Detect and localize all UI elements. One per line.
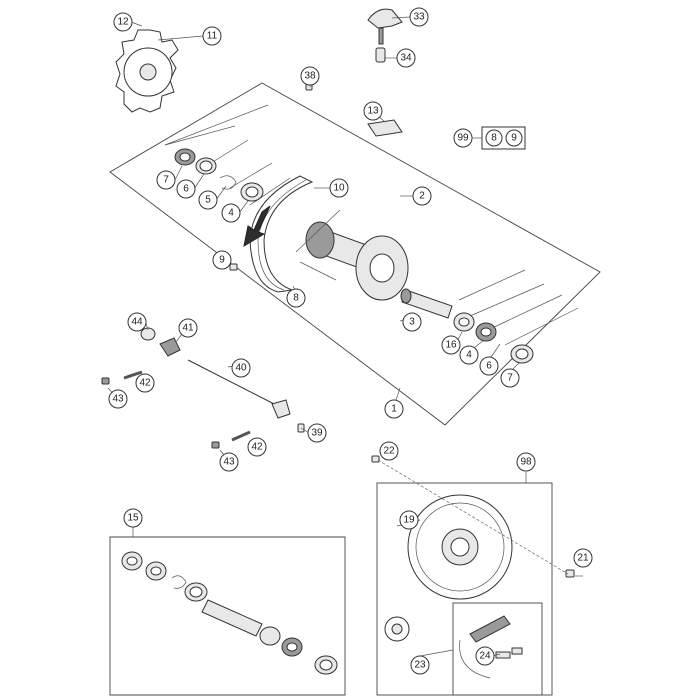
chain-set-frame bbox=[452, 602, 543, 696]
svg-text:34: 34 bbox=[400, 53, 412, 64]
callout-9: 9 bbox=[212, 250, 232, 270]
svg-text:98: 98 bbox=[520, 457, 532, 468]
left-bearing-stack bbox=[174, 148, 264, 202]
callout-21: 21 bbox=[573, 548, 593, 568]
wheel-hub bbox=[295, 209, 409, 301]
cover-part bbox=[367, 8, 403, 63]
chain-adjuster-lower bbox=[211, 430, 251, 449]
callout-1: 1 bbox=[384, 399, 404, 419]
svg-text:11: 11 bbox=[207, 31, 218, 42]
svg-text:9: 9 bbox=[219, 255, 225, 266]
svg-text:16: 16 bbox=[445, 340, 457, 351]
cover-plate-13 bbox=[367, 119, 403, 137]
callout-12: 12 bbox=[113, 12, 133, 32]
svg-text:43: 43 bbox=[112, 394, 124, 405]
callout-19: 19 bbox=[399, 510, 419, 530]
svg-text:19: 19 bbox=[403, 515, 415, 526]
callout-41: 41 bbox=[178, 318, 198, 338]
callout-11: 11 bbox=[202, 26, 222, 46]
bearing-set-parts bbox=[121, 551, 338, 675]
svg-text:9: 9 bbox=[511, 133, 517, 144]
callout-6-left: 6 bbox=[176, 179, 196, 199]
svg-text:5: 5 bbox=[205, 195, 211, 206]
svg-text:7: 7 bbox=[507, 373, 513, 384]
sprocket-bolt bbox=[371, 455, 380, 463]
callout-42-lower: 42 bbox=[247, 437, 267, 457]
callout-2: 2 bbox=[412, 186, 432, 206]
svg-text:44: 44 bbox=[131, 317, 143, 328]
callout-44: 44 bbox=[127, 312, 147, 332]
callout-10: 10 bbox=[329, 178, 349, 198]
leader-lines bbox=[107, 16, 583, 657]
svg-text:3: 3 bbox=[409, 317, 415, 328]
callout-33: 33 bbox=[409, 7, 429, 27]
chain-adjuster-upper bbox=[101, 370, 143, 385]
brake-disc bbox=[115, 29, 179, 113]
right-bearing-stack bbox=[453, 312, 534, 364]
bearing-set-frame bbox=[109, 536, 346, 696]
svg-text:6: 6 bbox=[486, 361, 492, 372]
svg-text:23: 23 bbox=[414, 660, 426, 671]
callout-5: 5 bbox=[198, 190, 218, 210]
callout-16: 16 bbox=[441, 335, 461, 355]
svg-text:41: 41 bbox=[182, 323, 194, 334]
axle-assembly bbox=[140, 327, 305, 433]
svg-text:1: 1 bbox=[391, 404, 397, 415]
svg-text:33: 33 bbox=[413, 12, 425, 23]
svg-text:39: 39 bbox=[311, 428, 323, 439]
kit-item-9: 9 bbox=[505, 129, 523, 147]
svg-text:2: 2 bbox=[419, 191, 425, 202]
svg-text:22: 22 bbox=[383, 446, 395, 457]
callout-38: 38 bbox=[300, 66, 320, 86]
callout-3: 3 bbox=[402, 312, 422, 332]
spacer-tube bbox=[400, 288, 453, 319]
wheel-assembly-frame bbox=[109, 82, 601, 426]
rear-sprocket bbox=[407, 494, 513, 600]
sprocket-nut bbox=[565, 569, 575, 578]
callout-8: 8 bbox=[286, 288, 306, 308]
callout-24: 24 bbox=[475, 646, 495, 666]
svg-text:8: 8 bbox=[293, 293, 299, 304]
callout-7-left: 7 bbox=[156, 170, 176, 190]
svg-text:6: 6 bbox=[183, 184, 189, 195]
drive-chain bbox=[459, 615, 523, 679]
callout-4-left: 4 bbox=[221, 203, 241, 223]
callout-6-right: 6 bbox=[479, 356, 499, 376]
callout-99: 99 bbox=[453, 128, 473, 148]
svg-text:38: 38 bbox=[304, 71, 316, 82]
callout-43-upper: 43 bbox=[108, 389, 128, 409]
svg-text:43: 43 bbox=[223, 457, 235, 468]
kit-item-8: 8 bbox=[485, 129, 503, 147]
svg-text:21: 21 bbox=[577, 553, 589, 564]
front-sprocket bbox=[384, 616, 410, 642]
svg-text:4: 4 bbox=[228, 208, 234, 219]
callout-22: 22 bbox=[379, 441, 399, 461]
callout-15: 15 bbox=[123, 508, 143, 528]
callout-23: 23 bbox=[410, 655, 430, 675]
svg-text:4: 4 bbox=[466, 350, 472, 361]
svg-text:10: 10 bbox=[333, 183, 345, 194]
svg-text:8: 8 bbox=[491, 133, 497, 144]
svg-text:24: 24 bbox=[479, 651, 491, 662]
callout-7-right: 7 bbox=[500, 368, 520, 388]
svg-text:42: 42 bbox=[251, 442, 263, 453]
callout-4-right: 4 bbox=[459, 345, 479, 365]
rotation-arrow bbox=[243, 205, 271, 248]
svg-text:15: 15 bbox=[127, 513, 139, 524]
callout-42-upper: 42 bbox=[135, 373, 155, 393]
callout-43-lower: 43 bbox=[219, 452, 239, 472]
svg-text:40: 40 bbox=[235, 363, 247, 374]
callout-39: 39 bbox=[307, 423, 327, 443]
callout-34: 34 bbox=[396, 48, 416, 68]
svg-text:13: 13 bbox=[367, 106, 379, 117]
svg-text:7: 7 bbox=[163, 175, 169, 186]
callout-98: 98 bbox=[516, 452, 536, 472]
svg-text:12: 12 bbox=[117, 17, 129, 28]
callout-13: 13 bbox=[363, 101, 383, 121]
valve-screw bbox=[229, 263, 238, 271]
callout-40: 40 bbox=[231, 358, 251, 378]
svg-text:42: 42 bbox=[139, 378, 151, 389]
svg-text:99: 99 bbox=[457, 133, 469, 144]
